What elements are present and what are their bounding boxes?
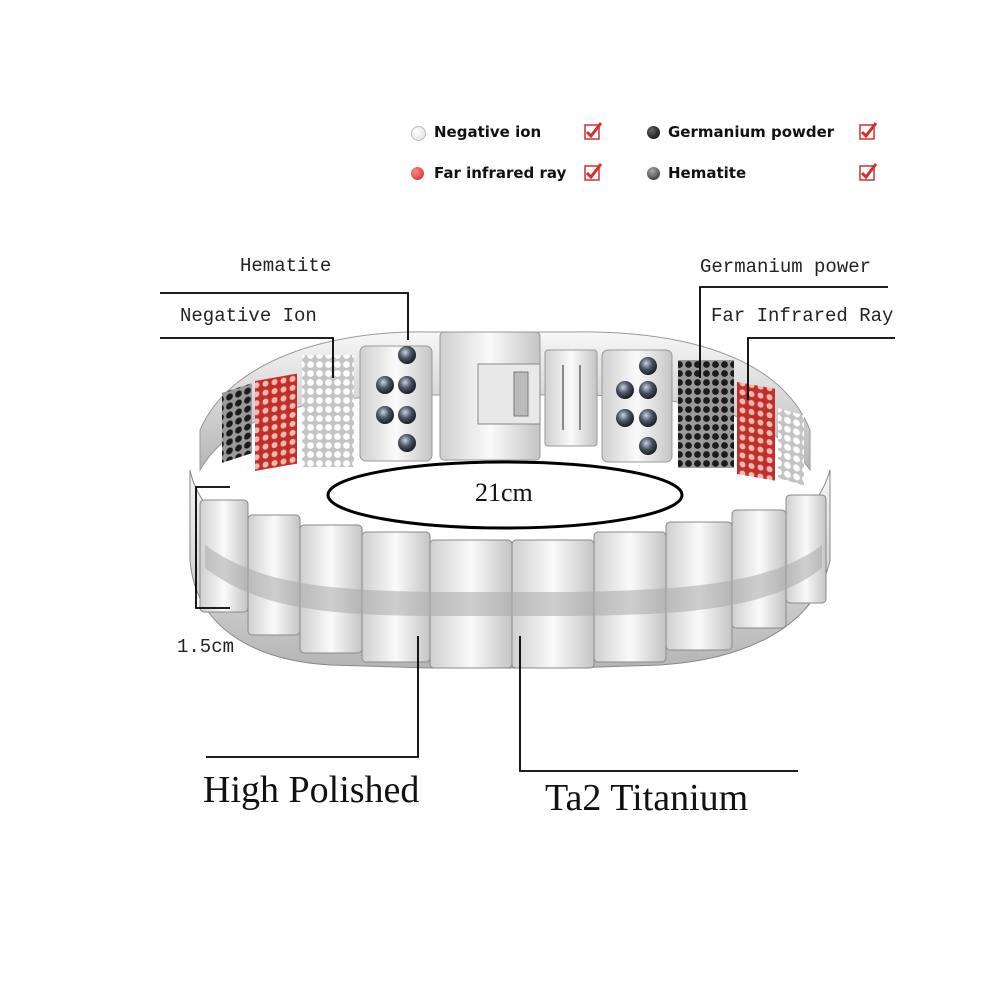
label-negative-ion: Negative Ion	[180, 305, 317, 327]
black-ball-icon	[647, 126, 660, 139]
label-length: 21cm	[475, 478, 533, 507]
check-icon	[859, 122, 877, 140]
hematite-ball-icon	[647, 167, 660, 180]
titanium-stripe	[205, 545, 822, 616]
legend-label-hematite: Hematite	[668, 164, 747, 182]
hematite-plate-left	[359, 345, 433, 462]
length-ellipse	[326, 460, 684, 530]
high-polished-leader	[206, 636, 419, 758]
label-hematite: Hematite	[240, 255, 332, 277]
legend-label-negative-ion: Negative ion	[434, 123, 542, 141]
hematite-plate-right	[601, 349, 673, 463]
titanium-leader	[519, 636, 798, 772]
magnet-panel-red-right	[737, 381, 775, 481]
check-icon	[584, 163, 602, 181]
magnet-panel-white-right	[778, 408, 804, 486]
far-infrared-leader	[747, 337, 895, 400]
width-bracket	[195, 486, 230, 609]
label-width: 1.5cm	[177, 636, 235, 658]
magnet-panel-black-right	[678, 360, 734, 468]
legend-label-far-infrared-ray: Far infrared ray	[434, 164, 567, 182]
germanium-leader	[699, 286, 888, 378]
label-germanium: Germanium power	[700, 256, 872, 278]
label-titanium: Ta2 Titanium	[545, 777, 749, 819]
label-far-infrared-ray: Far Infrared Ray	[711, 305, 894, 327]
hematite-balls-left	[376, 346, 416, 452]
label-high-polished: High Polished	[203, 769, 420, 811]
check-icon	[584, 122, 602, 140]
legend-label-germanium-powder: Germanium powder	[668, 123, 835, 141]
hematite-leader	[160, 292, 409, 340]
white-ball-icon	[411, 126, 426, 141]
magnet-panel-white-left	[302, 355, 354, 467]
magnet-panel-red-left	[255, 373, 297, 472]
negative-ion-leader	[160, 337, 334, 378]
red-ball-icon	[411, 167, 424, 180]
clasp-bar	[544, 349, 598, 447]
check-icon	[859, 163, 877, 181]
hematite-balls-right	[616, 357, 657, 455]
magnet-panel-black-left	[222, 383, 252, 463]
